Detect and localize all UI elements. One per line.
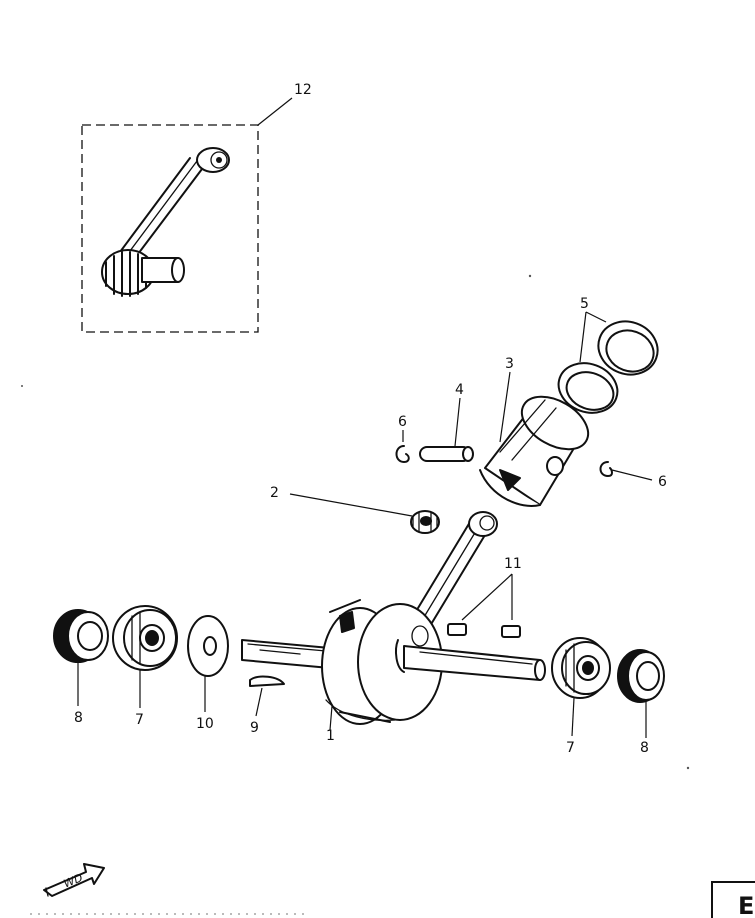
callout-9: 9 [250,720,259,736]
corner-section-tag: E [711,881,755,918]
part-2-needle-bearing [410,510,440,534]
part-7-bearing-right [551,637,611,699]
callout-11: 11 [504,556,522,572]
callout-4: 4 [455,382,464,398]
part-12-conrod-assembly [81,124,259,333]
callout-2: 2 [270,485,279,501]
leader-12 [257,97,293,126]
part-11-keys [447,623,521,638]
part-8-oil-seal-left [53,609,109,663]
forward-arrow-icon: WD [43,863,105,897]
corner-tag-text: E [738,892,754,918]
part-3-piston [479,395,590,507]
part-6-circlip-left [395,445,410,463]
callout-5: 5 [580,296,589,312]
callout-8-left: 8 [74,710,83,726]
callout-8-right: 8 [640,740,649,756]
callout-12: 12 [294,82,312,98]
callout-10: 10 [196,716,214,732]
part-7-bearing-left [112,605,178,671]
callout-6-left: 6 [398,414,407,430]
part-10-washer [187,615,229,677]
part-8-oil-seal-right [617,649,665,703]
callout-7-right: 7 [566,740,575,756]
part-4-piston-pin [419,446,474,462]
callout-3: 3 [505,356,514,372]
callout-6-right: 6 [658,474,667,490]
callout-1: 1 [326,728,335,744]
part-1-crankshaft [241,511,546,725]
callout-7-left: 7 [135,712,144,728]
part-9-woodruff-key [249,675,285,687]
part-6-circlip-right [599,461,613,477]
part-5-piston-rings [557,320,659,414]
part-12-dashed-frame [81,124,259,333]
